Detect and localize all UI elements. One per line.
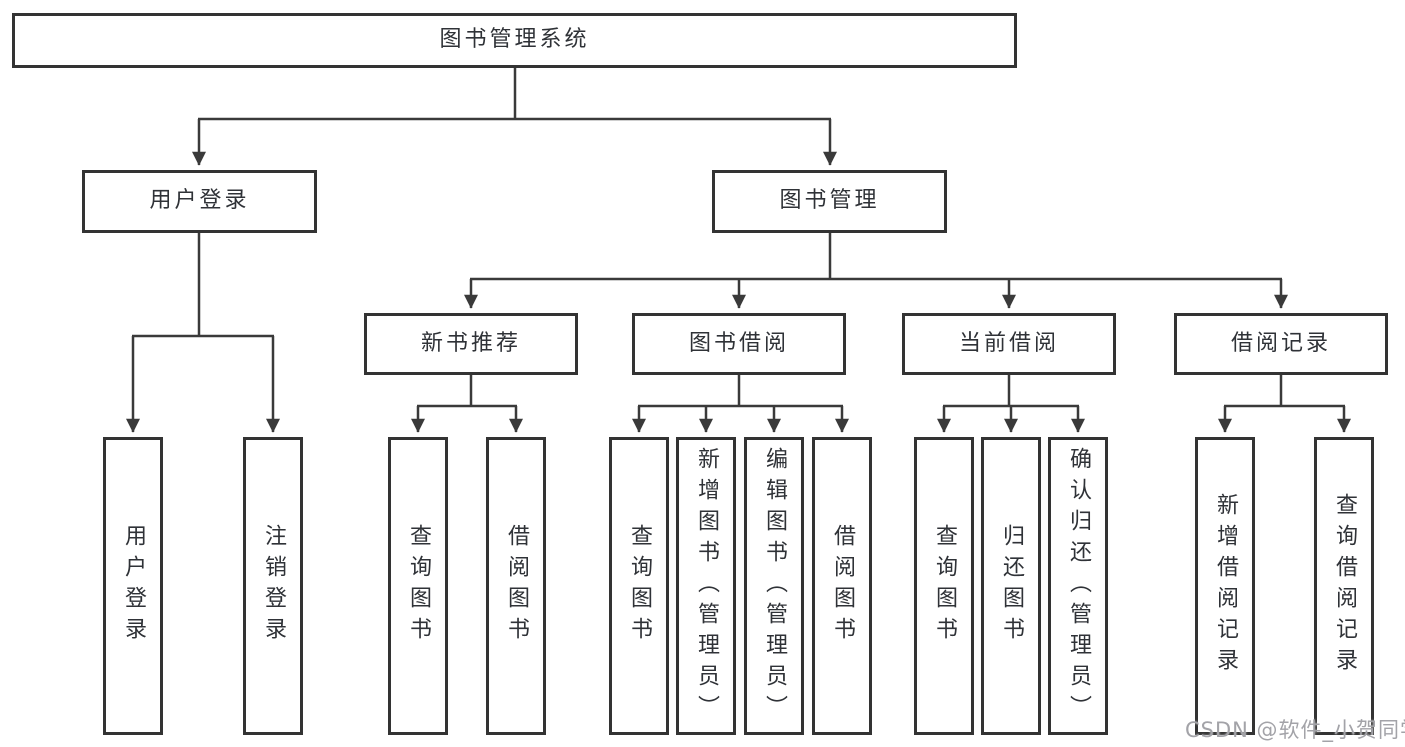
leaf-query-books-recommend: 查询图书: [388, 437, 448, 735]
leaf-query-books-borrowing: 查询图书: [609, 437, 669, 735]
leaf-user-login: 用户登录: [103, 437, 163, 735]
node-book-management: 图书管理: [712, 170, 947, 233]
leaf-borrow-books-recommend: 借阅图书: [486, 437, 546, 735]
node-user-login: 用户登录: [82, 170, 317, 233]
csdn-watermark: CSDN @软件_小贺同学: [1185, 718, 1405, 742]
leaf-edit-books-admin: 编辑图书（管理员）: [744, 437, 804, 735]
leaf-logout: 注销登录: [243, 437, 303, 735]
leaf-borrow-books-borrowing: 借阅图书: [812, 437, 872, 735]
leaf-return-books: 归还图书: [981, 437, 1041, 735]
leaf-confirm-return-admin: 确认归还（管理员）: [1048, 437, 1108, 735]
leaf-add-borrow-record: 新增借阅记录: [1195, 437, 1255, 735]
leaf-add-books-admin: 新增图书（管理员）: [676, 437, 736, 735]
leaf-query-books-current: 查询图书: [914, 437, 974, 735]
leaf-query-borrow-record: 查询借阅记录: [1314, 437, 1374, 735]
node-new-book-recommendation: 新书推荐: [364, 313, 578, 375]
node-current-borrowing: 当前借阅: [902, 313, 1116, 375]
node-book-borrowing: 图书借阅: [632, 313, 846, 375]
node-library-management-system: 图书管理系统: [12, 13, 1017, 68]
node-borrowing-records: 借阅记录: [1174, 313, 1388, 375]
